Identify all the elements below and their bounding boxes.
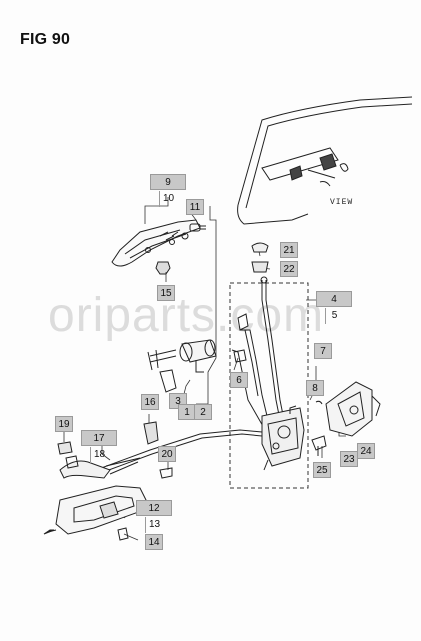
callout-23[interactable]: 23 <box>340 451 358 467</box>
door-outline <box>237 96 413 225</box>
screw-20 <box>159 467 173 479</box>
callout-4-5[interactable]: 45 <box>316 291 352 324</box>
callout-8[interactable]: 8 <box>306 380 324 396</box>
callout-13: 13 <box>145 517 163 533</box>
screw-25 <box>311 435 327 456</box>
callout-21[interactable]: 21 <box>280 242 298 258</box>
nut-22 <box>251 261 269 273</box>
lock-rods <box>231 276 287 431</box>
screw-14 <box>117 527 129 541</box>
callout-17: 17 <box>93 433 105 444</box>
callout-9-10[interactable]: 910 <box>150 174 186 207</box>
outside-door-handle <box>111 219 201 267</box>
callout-19[interactable]: 19 <box>55 416 73 432</box>
callout-6[interactable]: 6 <box>230 372 248 388</box>
key-cylinder <box>147 339 217 393</box>
callout-10: 10 <box>159 191 177 207</box>
callout-15[interactable]: 15 <box>157 285 175 301</box>
clip-16 <box>143 421 159 445</box>
door-striker <box>315 381 381 437</box>
callout-4: 4 <box>331 294 337 305</box>
callout-24[interactable]: 24 <box>357 443 375 459</box>
callout-14[interactable]: 14 <box>145 534 163 550</box>
callout-22[interactable]: 22 <box>280 261 298 277</box>
direction-arrow <box>43 529 55 535</box>
callout-5: 5 <box>325 308 343 324</box>
clip-6 <box>233 313 249 363</box>
callout-7[interactable]: 7 <box>314 343 332 359</box>
callout-12: 12 <box>148 503 160 514</box>
callout-16[interactable]: 16 <box>141 394 159 410</box>
screw-11 <box>189 223 206 232</box>
inside-handle-lever <box>59 455 111 479</box>
callout-25[interactable]: 25 <box>313 462 331 478</box>
clip-19 <box>57 441 73 455</box>
callout-9: 9 <box>165 177 171 188</box>
callout-17-18[interactable]: 1718 <box>81 430 117 463</box>
figure-title: FIG 90 <box>20 31 71 48</box>
inside-handle-rods <box>95 429 263 475</box>
bolt-21 <box>251 242 269 253</box>
door-lock-mechanism <box>261 405 305 471</box>
callout-20[interactable]: 20 <box>158 446 176 462</box>
callout-12-13[interactable]: 1213 <box>136 500 172 533</box>
callout-11[interactable]: 11 <box>186 199 204 215</box>
inside-handle-bezel <box>47 485 147 535</box>
callout-2[interactable]: 2 <box>194 404 212 420</box>
callout-18: 18 <box>90 447 108 463</box>
view-label: VIEW <box>330 198 354 207</box>
screw-15 <box>155 261 171 275</box>
